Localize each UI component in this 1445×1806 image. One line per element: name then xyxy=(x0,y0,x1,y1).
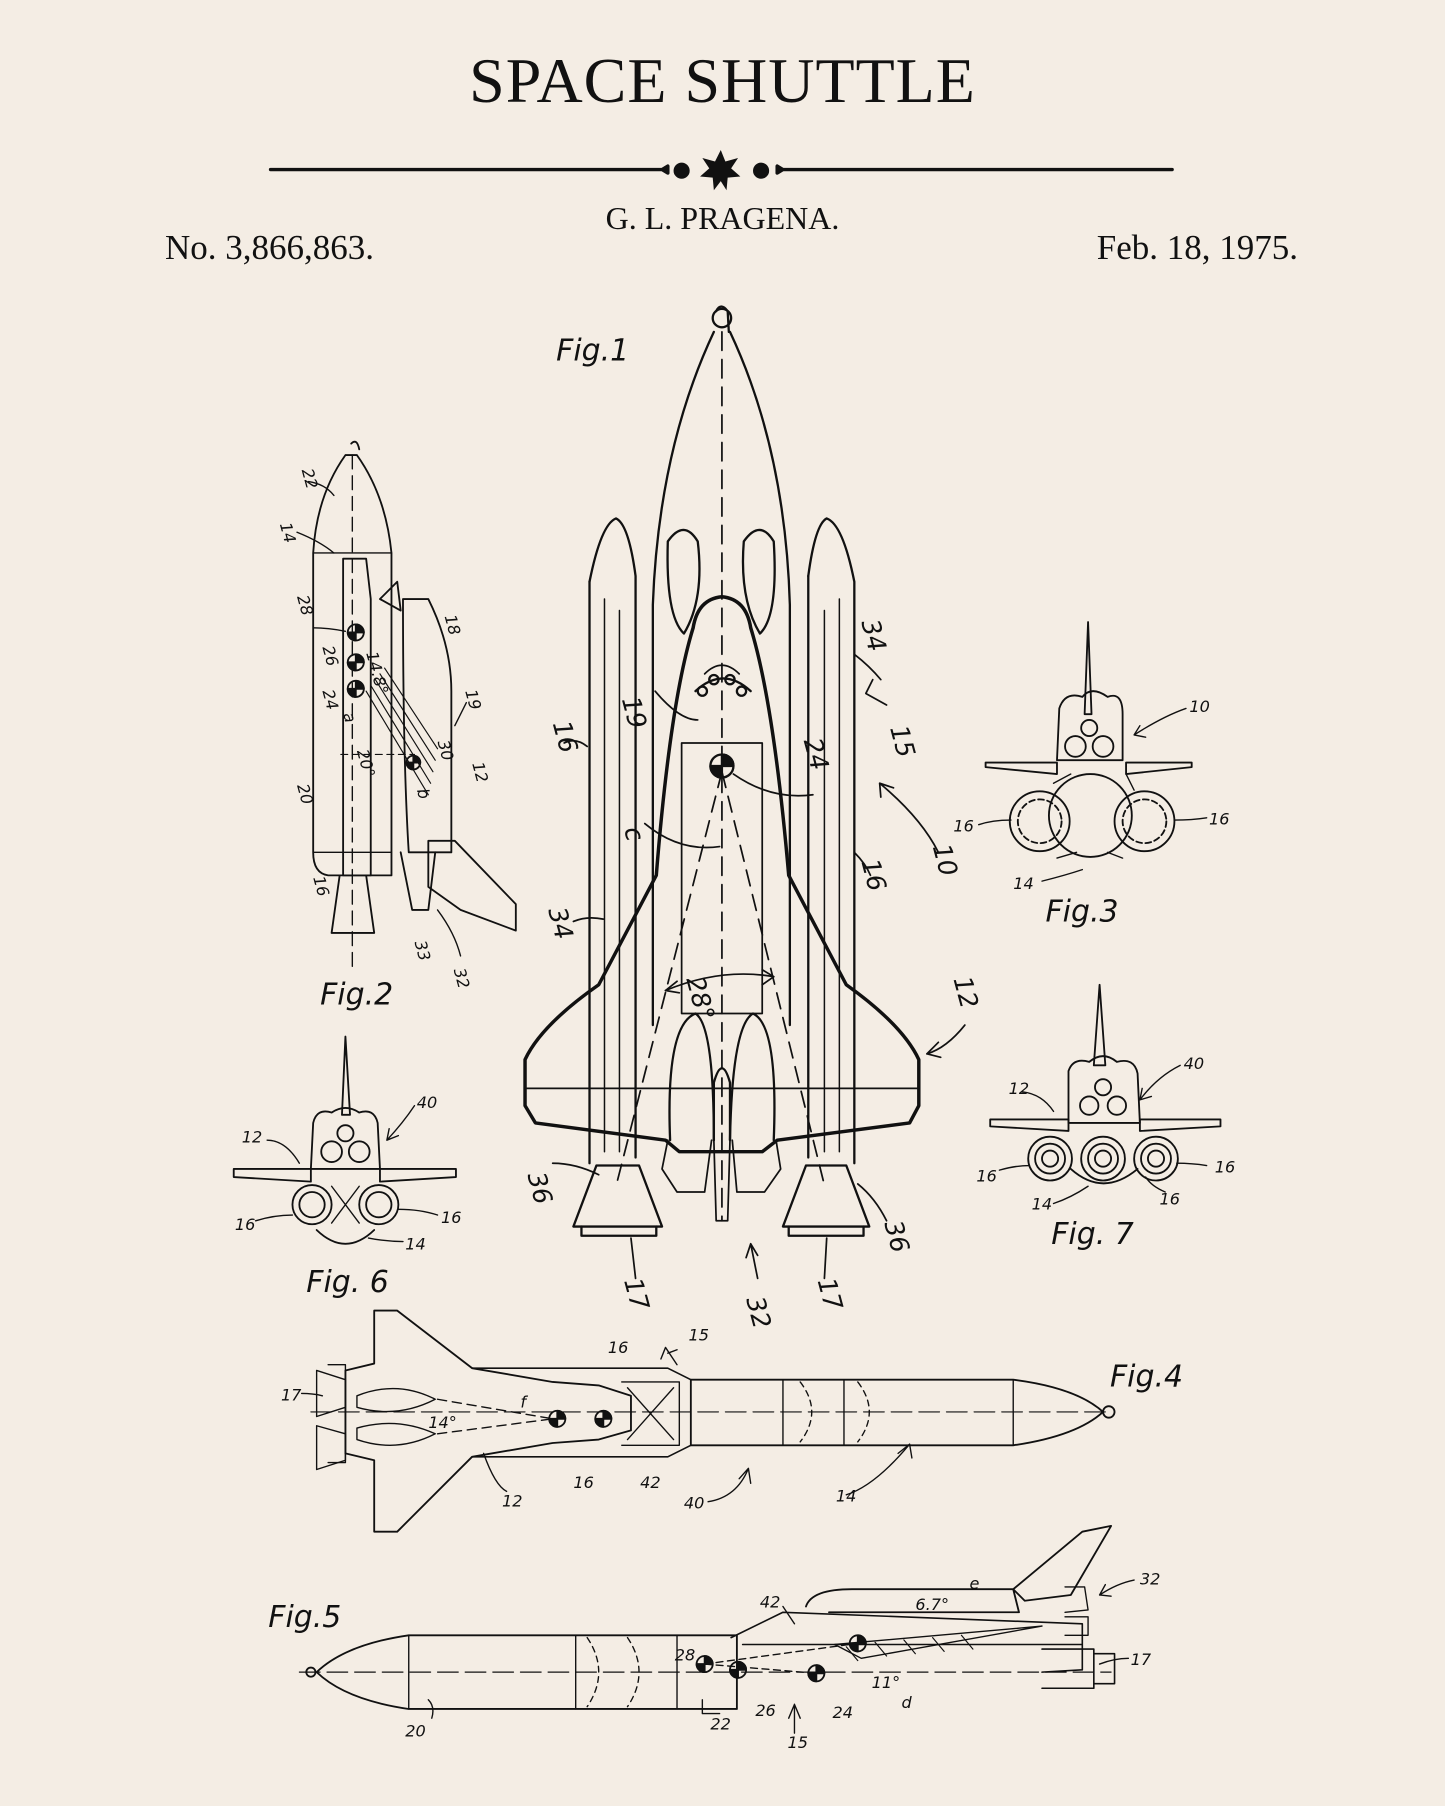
ref-numeral: 16 xyxy=(1215,1157,1236,1176)
ref-numeral: 15 xyxy=(788,1733,809,1752)
ref-numeral: 32 xyxy=(1140,1570,1161,1589)
ref-numeral: 20 xyxy=(405,1722,426,1741)
ref-numeral: 17 xyxy=(281,1385,302,1404)
ref-numeral: 16 xyxy=(1159,1190,1179,1209)
ref-numeral: 42 xyxy=(640,1473,661,1492)
fig2-label: Fig.2 xyxy=(320,977,393,1012)
ref-numeral: 14 xyxy=(836,1487,857,1506)
patent-date: Feb. 18, 1975. xyxy=(1096,228,1298,267)
angle-label: 14° xyxy=(428,1413,457,1432)
ref-numeral: 12 xyxy=(242,1127,263,1146)
ref-numeral: 16 xyxy=(976,1167,997,1186)
patent-number: No. 3,866,863. xyxy=(165,228,375,267)
ref-numeral: 26 xyxy=(319,644,343,669)
ref-numeral: 24 xyxy=(832,1703,853,1722)
angle-label: 28° xyxy=(680,973,721,1024)
inventor-name: G. L. PRAGENA. xyxy=(605,200,840,236)
ref-numeral: 19 xyxy=(616,693,653,732)
ref-numeral: a xyxy=(339,710,360,724)
ref-numeral: 40 xyxy=(417,1093,438,1112)
fig3-drawing xyxy=(977,621,1208,882)
ref-numeral: f xyxy=(520,1392,528,1411)
fig2-drawing xyxy=(296,440,517,969)
ref-numeral: 16 xyxy=(953,817,974,836)
fig4-label: Fig.4 xyxy=(1110,1360,1183,1395)
ref-numeral: 26 xyxy=(755,1701,776,1720)
ref-numeral: b xyxy=(413,786,434,801)
ornament-divider xyxy=(268,149,1174,191)
ref-numeral: 16 xyxy=(235,1215,256,1234)
ref-numeral: 16 xyxy=(1209,810,1230,829)
ref-numeral: 24 xyxy=(798,734,835,773)
fig6-drawing xyxy=(232,1035,457,1245)
ref-numeral: 24 xyxy=(319,687,343,712)
ref-numeral: 15 xyxy=(689,1326,710,1345)
ref-numeral: 32 xyxy=(740,1293,777,1332)
ref-numeral: 40 xyxy=(684,1494,705,1513)
ref-numeral: 33 xyxy=(411,938,435,963)
fig1-drawing xyxy=(523,305,966,1280)
ref-numeral: e xyxy=(969,1574,979,1593)
angle-label: 20° xyxy=(353,747,379,780)
fig7-drawing xyxy=(989,983,1222,1205)
ref-numeral: 12 xyxy=(1009,1079,1030,1098)
ref-numeral: 12 xyxy=(502,1491,523,1510)
ref-numeral: 34 xyxy=(855,616,892,655)
ref-numeral: 12 xyxy=(468,760,492,785)
angle-label: 6.7° xyxy=(915,1595,949,1614)
ref-numeral: 14 xyxy=(1032,1194,1053,1213)
angle-label: 11° xyxy=(872,1673,901,1692)
ref-numeral: 40 xyxy=(1184,1054,1205,1073)
page-title: SPACE SHUTTLE xyxy=(469,45,976,116)
ref-numeral: 18 xyxy=(441,612,465,637)
angle-label: 14.8° xyxy=(362,649,392,696)
ref-numeral: 20 xyxy=(293,782,317,807)
ref-numeral: 16 xyxy=(309,874,333,899)
ref-numeral: d xyxy=(902,1693,913,1712)
ref-numeral: 36 xyxy=(878,1217,915,1256)
ref-numeral: 17 xyxy=(618,1274,655,1313)
ref-numeral: 28 xyxy=(293,593,317,618)
fig1-label: Fig.1 xyxy=(556,334,629,369)
ref-numeral: 16 xyxy=(855,855,892,894)
ref-numeral: 19 xyxy=(461,687,485,712)
fig7-label: Fig. 7 xyxy=(1051,1217,1134,1252)
fig4-drawing xyxy=(300,1309,1116,1533)
ref-numeral: 16 xyxy=(547,717,584,756)
ref-numeral: 14 xyxy=(405,1235,426,1254)
fig3-label: Fig.3 xyxy=(1045,894,1118,929)
ref-numeral: 16 xyxy=(441,1208,462,1227)
ref-numeral: 16 xyxy=(608,1338,629,1357)
ref-numeral: 30 xyxy=(434,738,458,763)
ref-numeral: 17 xyxy=(812,1274,849,1313)
ref-numeral: 16 xyxy=(573,1473,594,1492)
fig5-drawing xyxy=(298,1524,1135,1734)
ref-numeral: 22 xyxy=(710,1715,731,1734)
ref-numeral: 14 xyxy=(276,520,300,545)
ref-numeral: 22 xyxy=(298,466,322,491)
ref-numeral: 14 xyxy=(1013,874,1033,893)
fig6-label: Fig. 6 xyxy=(306,1265,389,1300)
ref-numeral: 42 xyxy=(760,1593,781,1612)
ref-numeral: 32 xyxy=(450,966,474,991)
fig5-label: Fig.5 xyxy=(268,1600,341,1635)
ref-numeral: 36 xyxy=(522,1169,559,1208)
ref-numeral: 34 xyxy=(542,904,579,943)
ref-numeral: 28 xyxy=(675,1646,696,1665)
ref-numeral: 12 xyxy=(948,973,985,1012)
ref-numeral: 15 xyxy=(884,722,921,761)
ref-numeral: 17 xyxy=(1131,1650,1152,1669)
ref-numeral: 10 xyxy=(927,840,964,879)
ref-numeral: 10 xyxy=(1189,697,1210,716)
